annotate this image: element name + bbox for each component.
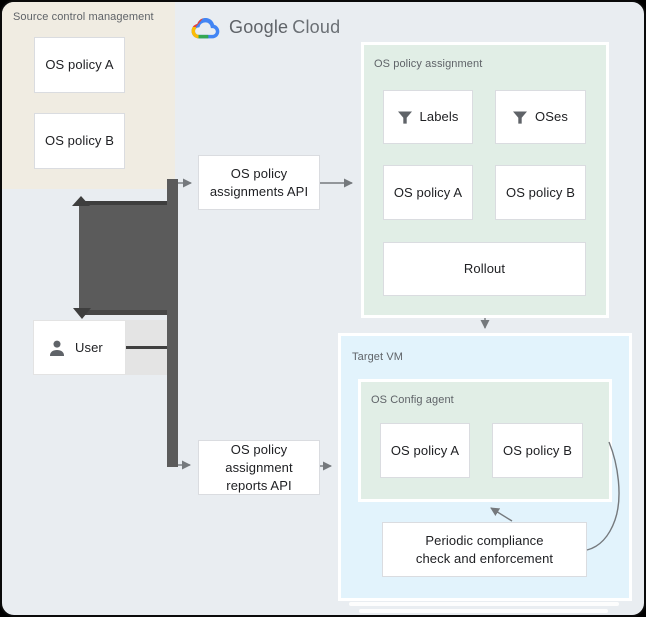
labels-filter-label: Labels xyxy=(419,109,459,124)
user-connector-line xyxy=(126,346,167,349)
target-vm-title: Target VM xyxy=(352,351,404,363)
funnel-filter-icon xyxy=(397,111,412,124)
os-policy-assignment-title: OS policy assignment xyxy=(374,58,483,70)
source-control-title: Source control management xyxy=(13,11,154,23)
connector-block-bottom-edge xyxy=(79,310,167,315)
compliance-line1: Periodic compliance xyxy=(425,532,544,548)
funnel-filter-icon xyxy=(513,111,528,124)
source-os-policy-b-node: OS policy B xyxy=(34,113,125,169)
google-cloud-icon xyxy=(191,17,220,39)
os-config-agent-panel: OS Config agent OS policy A OS policy B xyxy=(358,379,612,502)
source-control-panel: Source control management OS policy A OS… xyxy=(2,2,175,189)
person-icon xyxy=(50,340,64,356)
rollout-node: Rollout xyxy=(383,242,586,296)
user-node: User xyxy=(33,320,126,375)
arrowhead-down-to-user-icon xyxy=(73,308,91,319)
os-policy-assignment-panel: OS policy assignment Labels OSes OS poli… xyxy=(361,42,609,318)
assignment-os-policy-a-node: OS policy A xyxy=(383,165,473,220)
arrowhead-up-to-source-icon xyxy=(72,196,90,206)
assignments-api-line2: assignments API xyxy=(209,183,309,199)
connector-vertical-bar xyxy=(167,179,178,467)
os-policy-assignments-api-node: OS policy assignments API xyxy=(198,155,320,210)
reports-api-line2: assignment xyxy=(225,459,293,475)
stacked-vm-line-2 xyxy=(359,609,608,613)
periodic-compliance-node: Periodic compliance check and enforcemen… xyxy=(382,522,587,577)
labels-filter-node: Labels xyxy=(383,90,473,144)
oses-filter-label: OSes xyxy=(535,109,568,124)
connector-block xyxy=(79,201,167,315)
logo-google-text: Google xyxy=(229,16,289,37)
agent-os-policy-b-node: OS policy B xyxy=(492,423,583,478)
target-vm-panel: Target VM OS Config agent OS policy A OS… xyxy=(338,333,632,601)
stacked-vm-line-1 xyxy=(349,602,619,606)
user-label: User xyxy=(75,339,103,355)
assignments-api-line1: OS policy xyxy=(230,165,288,181)
reports-api-line1: OS policy xyxy=(230,441,288,457)
agent-os-policy-a-node: OS policy A xyxy=(380,423,470,478)
connector-block-top-edge xyxy=(79,201,167,205)
compliance-line2: check and enforcement xyxy=(415,550,554,566)
os-policy-assignment-reports-api-node: OS policy assignment reports API xyxy=(198,440,320,495)
reports-api-line3: reports API xyxy=(226,477,292,493)
source-os-policy-a-node: OS policy A xyxy=(34,37,125,93)
assignment-os-policy-b-node: OS policy B xyxy=(495,165,586,220)
oses-filter-node: OSes xyxy=(495,90,586,144)
os-config-agent-title: OS Config agent xyxy=(371,394,454,406)
logo-cloud-text: Cloud xyxy=(292,16,341,37)
